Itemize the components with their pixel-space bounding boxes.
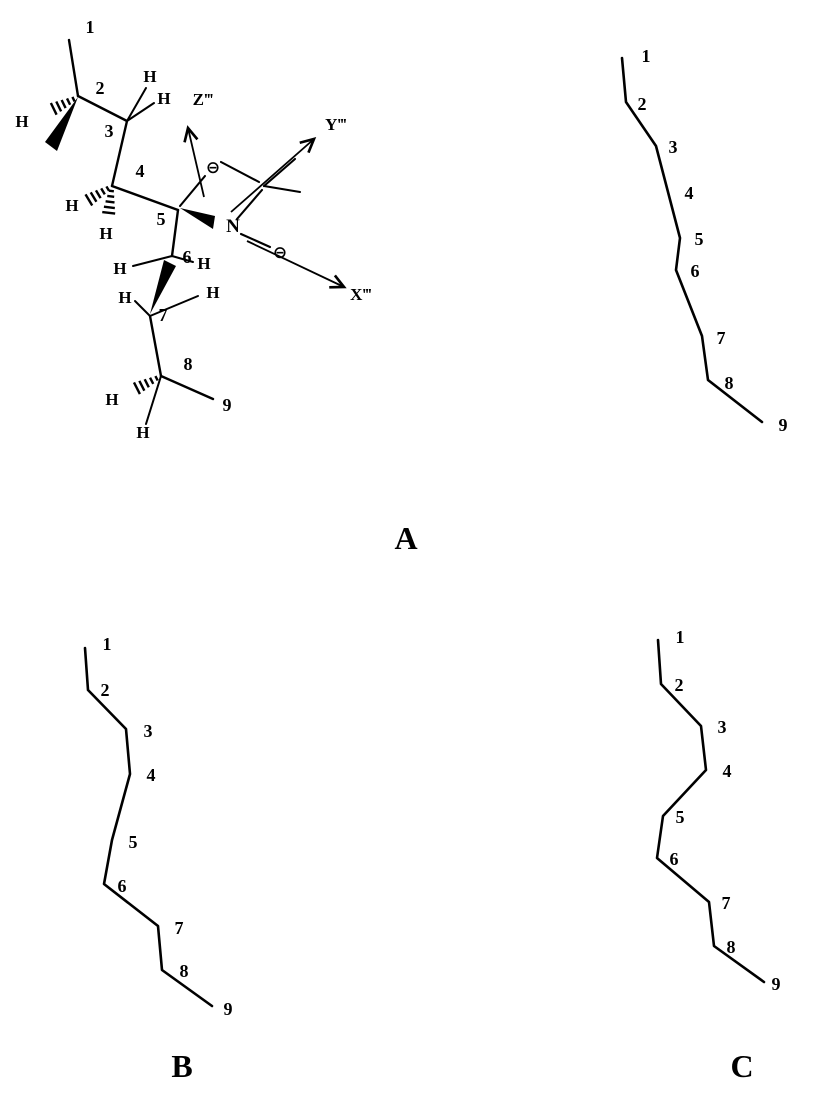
carbon-number-label: 8 [184, 354, 193, 374]
carbon-number-label: 8 [727, 937, 736, 957]
wedge-bond-c2 [45, 97, 78, 151]
carbon-number-label: 1 [676, 627, 685, 647]
bond-c7-h [134, 300, 151, 317]
carbon-number-label: 2 [101, 680, 110, 700]
oxygen-symbol: ⊖ [273, 243, 287, 263]
chain-a: 1 2 3 4 5 6 7 8 9 [620, 46, 788, 435]
carbon-number-label: 1 [103, 634, 112, 654]
carbon-number-label: 9 [224, 999, 233, 1019]
carbon-number-label: 7 [722, 893, 731, 913]
bond-c6-h [132, 255, 173, 267]
carbon-number-label: 7 [175, 918, 184, 938]
carbon-number-label: 9 [779, 415, 788, 435]
carbon-number-label: 3 [669, 137, 678, 157]
nitrogen-label: N [226, 216, 240, 237]
carbon-number-label: 6 [670, 849, 679, 869]
bond-c7-c8 [148, 314, 163, 378]
axis-label-x: X‴ [350, 285, 372, 304]
carbon-number-label: 8 [725, 373, 734, 393]
hydrogen-label: H [143, 67, 156, 86]
carbon-number-label: 6 [691, 261, 700, 281]
hydrogen-label: H [197, 254, 210, 273]
bond-c8-c9 [159, 374, 215, 401]
oxygen-symbol: ⊖ [206, 158, 220, 178]
carbon-number-label: 1 [642, 46, 651, 66]
carbon-number-label: 5 [695, 229, 704, 249]
hydrogen-label: H [65, 196, 78, 215]
hydrogen-label: H [118, 288, 131, 307]
bond-c8-h [145, 375, 162, 425]
bond-n-cq [235, 188, 264, 221]
chain-c-backbone [655, 638, 766, 984]
axis-arrow-z [183, 125, 205, 198]
bond-c2-c3 [76, 94, 129, 123]
carbon-number-label: 2 [675, 675, 684, 695]
hydrogen-label: H [99, 224, 112, 243]
carbon-number-label: 2 [96, 78, 105, 98]
bond-c6-h [171, 255, 194, 263]
hydrogen-label: H [136, 423, 149, 442]
carbon-number-label: 3 [105, 121, 114, 141]
bond-o-cq [219, 160, 261, 184]
carbon-number-label: 6 [183, 247, 192, 267]
carbon-number-label: 5 [129, 832, 138, 852]
carbon-number-label: 5 [157, 209, 166, 229]
panel-label-b: B [171, 1048, 192, 1084]
bond-cq-methyl [262, 184, 302, 194]
carbon-number-label: 4 [147, 765, 156, 785]
carbon-number-label: 9 [772, 974, 781, 994]
bond-c1-c2 [67, 38, 80, 98]
bond-c4-c5 [110, 184, 180, 212]
carbon-number-label: 4 [136, 161, 145, 181]
carbon-number-label: 1 [86, 17, 95, 37]
wedge-bond-c5-n [180, 208, 215, 229]
carbon-number-label: 6 [118, 876, 127, 896]
bond-c7-h [149, 295, 199, 317]
panel-label-a: A [394, 520, 417, 556]
carbon-number-label: 3 [144, 721, 153, 741]
panel-label-c: C [730, 1048, 753, 1084]
chain-b-backbone [83, 646, 214, 1008]
carbon-number-label: 4 [685, 183, 694, 203]
bond-c3-c4 [110, 119, 129, 188]
hydrogen-label: H [206, 283, 219, 302]
chain-c: 1 2 3 4 5 6 7 8 9 [655, 627, 781, 994]
carbon-number-label: 3 [718, 717, 727, 737]
hydrogen-label: H [105, 390, 118, 409]
bond-c3-h [126, 102, 155, 122]
carbon-number-label: 9 [223, 395, 232, 415]
carbon-number-label: 5 [676, 807, 685, 827]
bond-n-oxyl [239, 232, 272, 249]
carbon-number-label: 4 [723, 761, 732, 781]
axis-label-y: Y‴ [325, 115, 347, 134]
molecule-3d-structure: Z‴ Y‴ X‴ 1 2 3 4 5 6 7 8 9 H H H H H H H… [15, 17, 371, 442]
axis-arrow-y [230, 137, 317, 213]
hydrogen-label: H [157, 89, 170, 108]
bond-c5-o [178, 174, 207, 208]
carbon-number-label: 2 [638, 94, 647, 114]
bond-c5-c6 [170, 208, 180, 258]
axis-label-z: Z‴ [193, 90, 214, 109]
chain-b: 1 2 3 4 5 6 7 8 9 [83, 634, 233, 1019]
carbon-number-label: 7 [717, 328, 726, 348]
chain-a-backbone [620, 56, 764, 424]
hydrogen-label: H [15, 112, 28, 131]
hashed-bond-c2-h [49, 92, 78, 116]
wedge-bond-c7-c6 [150, 260, 176, 314]
axis-arrow-x [246, 240, 347, 289]
carbon-number-label: 7 [159, 305, 168, 325]
carbon-number-label: 8 [180, 961, 189, 981]
bond-c3-h [126, 87, 147, 122]
bond-cq-methyl [262, 157, 297, 188]
hydrogen-label: H [113, 259, 126, 278]
